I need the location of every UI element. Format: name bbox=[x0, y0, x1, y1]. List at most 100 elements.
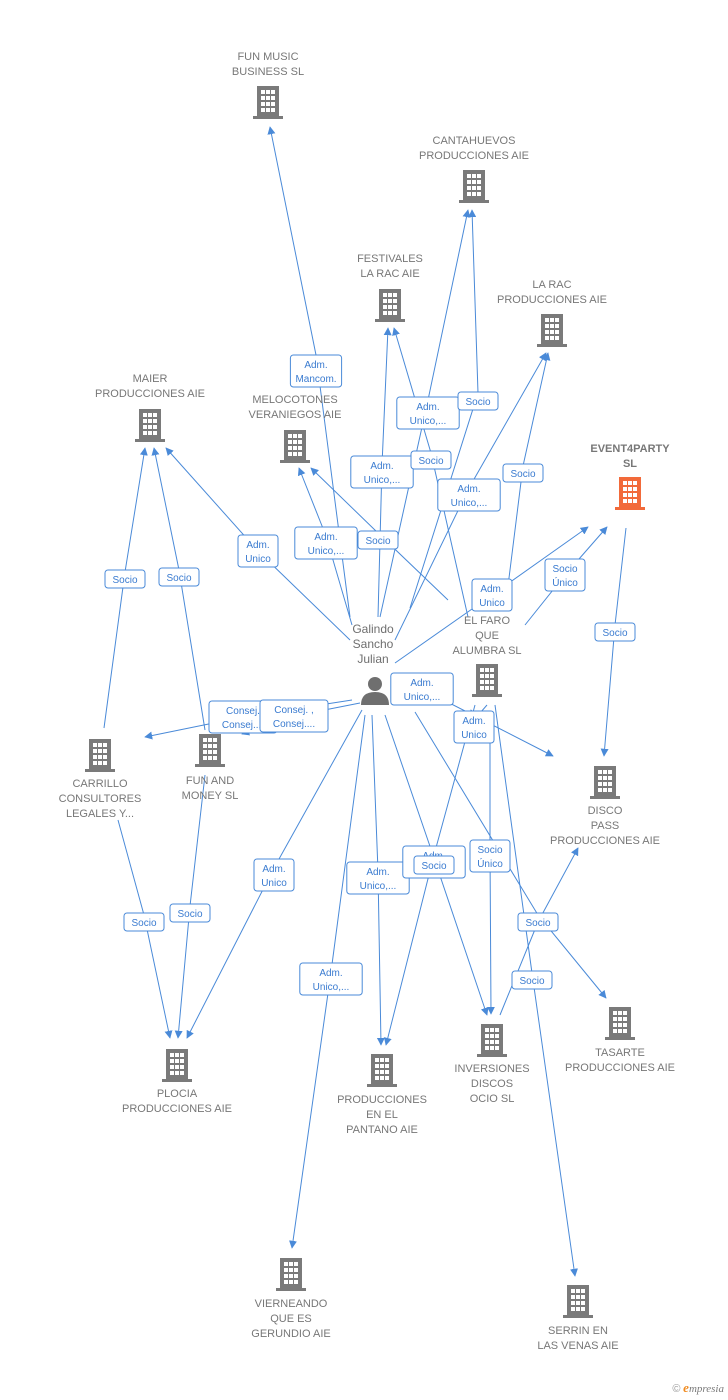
edge-label-box bbox=[453, 710, 495, 744]
company-name-line: QUE bbox=[475, 630, 499, 642]
edge-label-text: Socio bbox=[525, 918, 550, 929]
company-name-line: PANTANO AIE bbox=[346, 1124, 418, 1136]
edge-label-vierneando[interactable]: Adm.Unico,... bbox=[299, 962, 363, 996]
company-name-line: PRODUCCIONES AIE bbox=[122, 1103, 232, 1115]
edge-label-box bbox=[357, 530, 399, 550]
company-name-line: DISCOS bbox=[471, 1078, 513, 1090]
edge-label-box bbox=[259, 699, 329, 733]
company-name-line: PRODUCCIONES AIE bbox=[497, 294, 607, 306]
edge-label-tasarte[interactable]: Socio bbox=[517, 912, 559, 932]
edge-label-carrillo-plocia[interactable]: Socio bbox=[123, 912, 165, 932]
company-name-line: CANTAHUEVOS bbox=[433, 135, 516, 147]
edge-label-text: Socio bbox=[365, 536, 390, 547]
edge-label-text: Adm. bbox=[416, 402, 439, 413]
edge-label-la-rac[interactable]: Adm.Unico,... bbox=[437, 478, 501, 512]
company-node-el-faro[interactable]: EL FARO QUE ALUMBRA SL bbox=[452, 615, 522, 697]
edge-label-elfaro-disco[interactable]: Adm.Unico bbox=[453, 710, 495, 744]
edge-label-box bbox=[289, 354, 343, 388]
edge-label-text: Adm. bbox=[246, 540, 269, 551]
edge-label-box bbox=[350, 455, 414, 489]
edge-label-text: Socio bbox=[519, 976, 544, 987]
edge-label-festivales-socio[interactable]: Socio bbox=[410, 450, 452, 470]
company-name-line: LEGALES Y... bbox=[66, 808, 134, 820]
company-name-line: EL FARO bbox=[464, 615, 510, 627]
edge-label-serrin[interactable]: Socio bbox=[511, 970, 553, 990]
edge-label-funmoney-plocia[interactable]: Socio bbox=[169, 903, 211, 923]
edge-label-plocia[interactable]: Adm.Unico bbox=[253, 858, 295, 892]
edge-label-text: Adm. bbox=[262, 864, 285, 875]
edge-label-maier[interactable]: Adm. Unico bbox=[237, 534, 279, 568]
company-name-line: GERUNDIO AIE bbox=[251, 1328, 330, 1340]
edge-label-cantahuevos[interactable]: Adm.Unico,... bbox=[396, 396, 460, 430]
company-node-pantano[interactable]: PRODUCCIONES EN EL PANTANO AIE bbox=[337, 1054, 427, 1136]
edge-label-text: Adm. bbox=[370, 461, 393, 472]
edge-label-funmoney[interactable]: Consej. ,Consej.... bbox=[259, 699, 329, 733]
edge-label-box bbox=[237, 534, 279, 568]
brand-logo-text: mpresia bbox=[688, 1383, 724, 1395]
edge-label-disco-pass[interactable]: Adm.Unico,... bbox=[390, 672, 454, 706]
edge-label-text: Adm. bbox=[457, 484, 480, 495]
edge-label-text: Socio bbox=[552, 564, 577, 575]
edge-label-box bbox=[169, 903, 211, 923]
company-name-line: ALUMBRA SL bbox=[452, 645, 521, 657]
building-icon bbox=[162, 1049, 192, 1082]
edge-label-inv-socio[interactable]: Socio bbox=[413, 855, 455, 875]
edge-label-pantano[interactable]: Adm.Unico,... bbox=[346, 861, 410, 895]
edge-label-funmoney-maier[interactable]: Socio bbox=[158, 567, 200, 587]
company-name-line: DISCO bbox=[588, 805, 623, 817]
edge-label-box bbox=[511, 970, 553, 990]
building-icon bbox=[605, 1007, 635, 1040]
edge-label-text: Socio bbox=[418, 456, 443, 467]
building-icon bbox=[85, 739, 115, 772]
edge-label-melocotones[interactable]: Adm.Unico,... bbox=[294, 526, 358, 560]
relationship-edge bbox=[600, 527, 627, 757]
edge-label-text: Socio bbox=[421, 861, 446, 872]
edge-labels: Adm.Mancom.Adm.Unico,...SocioAdm.Unico,.… bbox=[104, 354, 636, 996]
edge-label-text: Único bbox=[477, 857, 503, 870]
edge-label-carrillo-maier[interactable]: Socio bbox=[104, 569, 146, 589]
edge-label-melocotones-socio[interactable]: Socio bbox=[357, 530, 399, 550]
edge-label-text: Socio bbox=[112, 575, 137, 586]
edge-label-event-disco[interactable]: Socio bbox=[594, 622, 636, 642]
edge-label-text: Unico bbox=[245, 554, 271, 565]
building-icon bbox=[537, 314, 567, 347]
edge-label-box bbox=[502, 463, 544, 483]
edge-label-text: Socio bbox=[166, 573, 191, 584]
building-icon bbox=[253, 86, 283, 119]
edge-label-box bbox=[158, 567, 200, 587]
edge-label-text: Unico bbox=[461, 730, 487, 741]
edge-label-text: Socio bbox=[602, 628, 627, 639]
edge-label-text: Unico,... bbox=[313, 982, 350, 993]
brand-footer[interactable]: © empresia bbox=[672, 1380, 724, 1396]
edge-label-la-rac-socio[interactable]: Socio bbox=[502, 463, 544, 483]
edge-label-cantahuevos-socio[interactable]: Socio bbox=[457, 391, 499, 411]
edge-label-text: Adm. bbox=[480, 584, 503, 595]
edge-label-text: Socio bbox=[510, 469, 535, 480]
edge-label-fun-music[interactable]: Adm.Mancom. bbox=[289, 354, 343, 388]
company-name-line: EN EL bbox=[366, 1109, 398, 1121]
company-name-line: PRODUCCIONES bbox=[337, 1094, 427, 1106]
edge-label-festivales[interactable]: Adm.Unico,... bbox=[350, 455, 414, 489]
company-name-line: INVERSIONES bbox=[454, 1063, 529, 1075]
building-icon bbox=[195, 734, 225, 767]
company-name-line: FUN MUSIC bbox=[237, 51, 298, 63]
edge-label-elfaro[interactable]: Adm.Unico bbox=[471, 578, 513, 612]
